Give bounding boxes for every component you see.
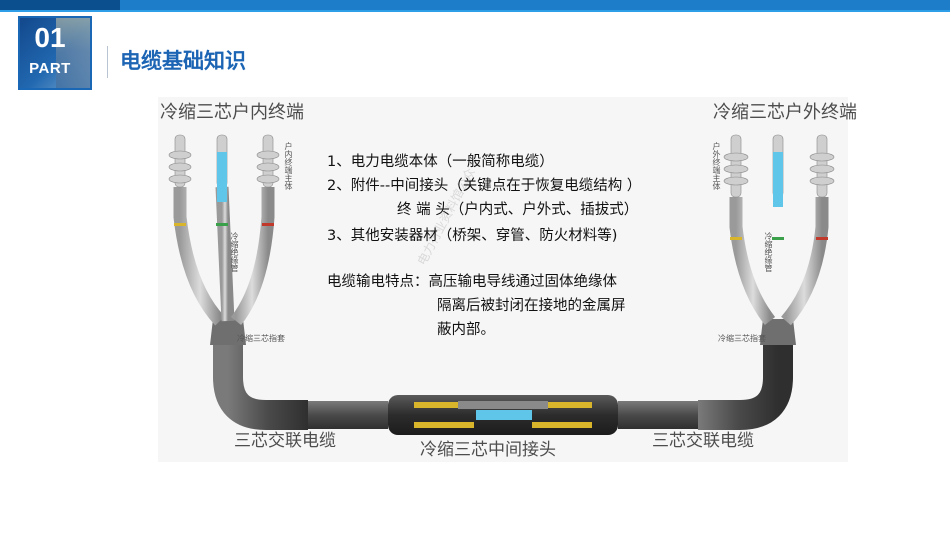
content-item-1: 1、电力电缆本体（一般简称电缆） [327,154,554,170]
cable-diagram-graphic [168,134,835,435]
content-item-3: 3、其他安装器材（桥架、穿管、防火材料等) [327,228,618,244]
right-cable-body [698,337,793,430]
indoor-body-note: 户内终端主体 [284,142,293,190]
left-branch-3 [230,187,275,326]
joint-stripe-left-b [414,422,474,428]
part-badge: 01 PART [18,16,92,90]
left-branch-1 [173,187,225,326]
right-cable-label: 三芯交联电缆 [652,431,754,451]
feature-line-3: 蔽内部。 [437,322,495,338]
outdoor-body-note: 户外终端主体 [712,142,721,190]
feature-label: 电缆输电特点：高压输电导线通过固体绝缘体 [327,270,617,294]
right-glove-note: 冷缩三芯指套 [718,334,766,343]
joint-center [458,401,548,409]
joint-stripe-left [414,402,474,408]
cable-diagram [158,97,848,462]
left-insulators [168,134,280,188]
right-branch-3 [781,197,829,326]
left-core-blue [217,152,227,202]
outdoor-terminal-label: 冷缩三芯户外终端 [713,102,857,123]
part-number: 01 [34,22,66,53]
left-color-bands [174,223,274,226]
joint-label: 冷缩三芯中间接头 [420,440,556,460]
right-cable-horizontal [618,401,698,429]
part-word: PART [29,60,71,77]
joint-core [476,410,532,420]
top-accent-bar-dark [0,0,120,10]
content-item-2: 2、附件--中间接头（关键点在于恢复电缆结构 ） [327,178,642,194]
right-branch-1 [729,197,776,326]
left-cable-horizontal [308,401,388,429]
right-tube-note: 冷缩绝缘管 [764,232,773,272]
part-badge-image [56,18,90,88]
left-tube-note: 冷缩绝缘管 [230,232,239,272]
right-core-blue [773,152,783,207]
right-glove [760,319,796,345]
right-color-bands [730,237,828,240]
joint-stripe-right [532,402,592,408]
left-cable-body [213,337,308,430]
title-separator [107,46,108,78]
top-accent-stripe [0,10,950,12]
content-item-2-continued: 终 端 头（户内式、户外式、插拔式） [397,202,639,218]
indoor-terminal-label: 冷缩三芯户内终端 [160,102,304,123]
top-accent-bar [0,0,950,10]
left-cable-label: 三芯交联电缆 [234,431,336,451]
page-title: 电缆基础知识 [120,49,246,73]
feature-line-1: 高压输电导线通过固体绝缘体 [428,274,618,290]
left-glove [210,319,246,345]
joint-stripe-right-b [532,422,592,428]
left-branch-2 [215,186,235,322]
feature-line-2: 隔离后被封闭在接地的金属屏 [437,298,626,314]
feature-label-text: 电缆输电特点： [327,274,429,290]
left-glove-note: 冷缩三芯指套 [237,334,285,343]
